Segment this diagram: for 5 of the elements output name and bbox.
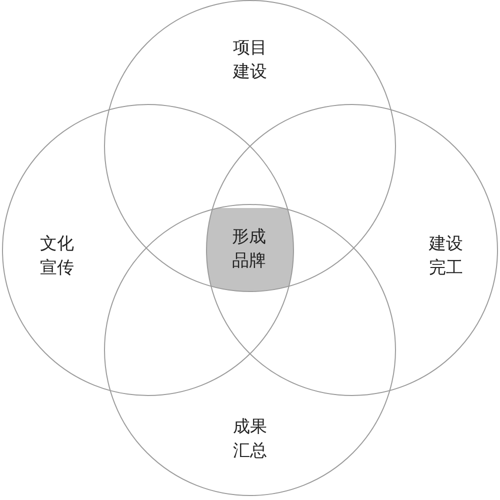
circle-label: 项目建设 <box>233 37 267 84</box>
circle-label: 成果汇总 <box>233 416 267 463</box>
circle-label: 建设完工 <box>429 233 463 280</box>
circle-label: 文化宣传 <box>40 233 74 280</box>
circle-label: 形成品牌 <box>232 226 266 273</box>
